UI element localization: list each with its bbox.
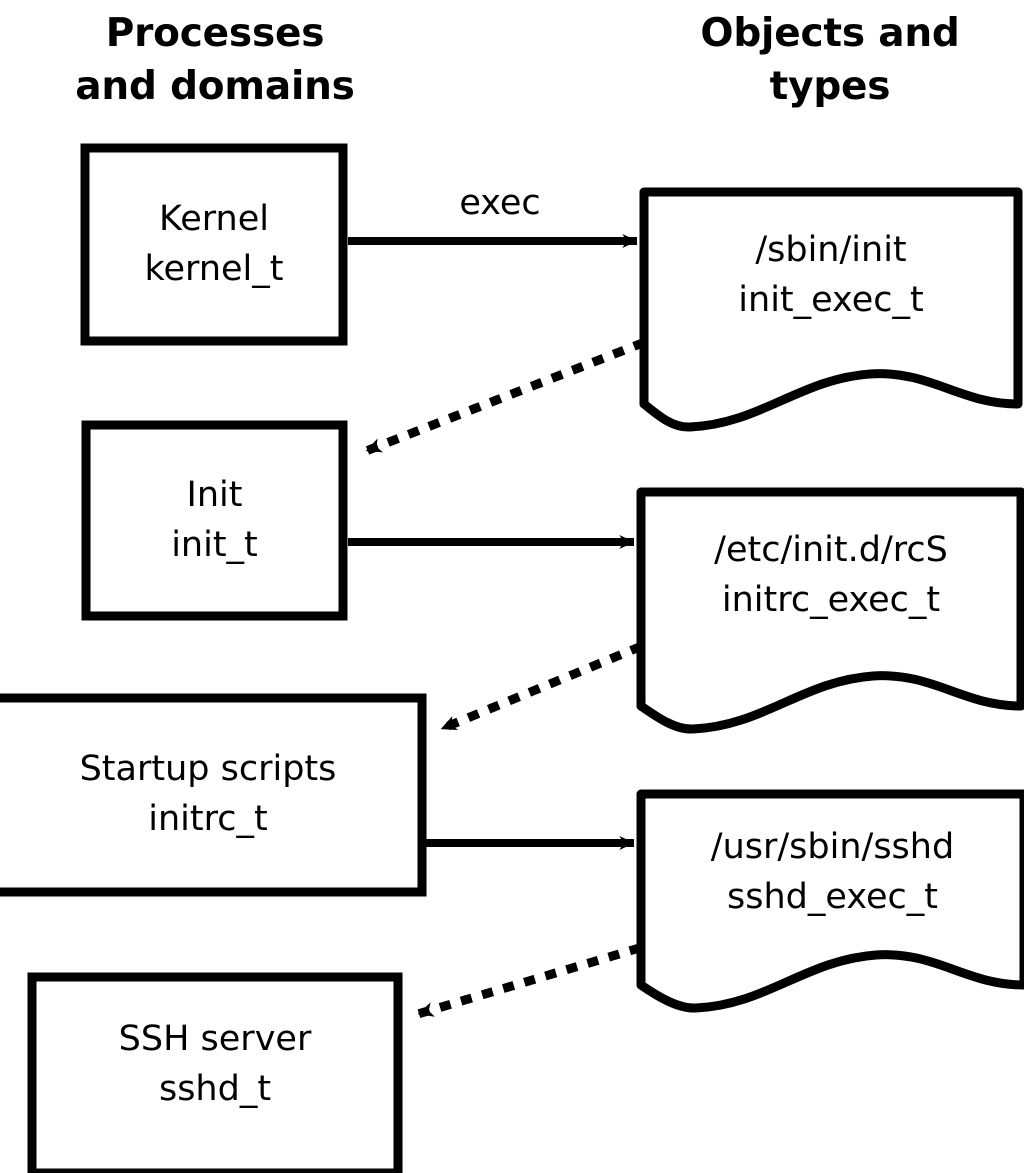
node-type-sshd-exec: sshd_exec_t bbox=[727, 877, 938, 917]
node-label-sshd: SSH server sshd_t bbox=[32, 977, 398, 1152]
node-type-init: init_t bbox=[171, 524, 258, 565]
node-box-initrc[interactable] bbox=[0, 693, 427, 897]
node-name-init: Init bbox=[186, 474, 243, 515]
edge-sshd-exec-to-sshd bbox=[412, 943, 642, 1020]
node-label-initrc: Startup scripts initrc_t bbox=[0, 698, 422, 892]
column-title-objects: Objects and types bbox=[700, 11, 960, 110]
node-box-init[interactable] bbox=[81, 420, 348, 621]
node-box-kernel[interactable] bbox=[80, 143, 348, 346]
node-doc-init-exec[interactable] bbox=[639, 187, 1023, 432]
node-doc-sshd-exec[interactable] bbox=[636, 789, 1024, 1013]
edge-initrc-exec-to-initrc bbox=[435, 642, 643, 735]
node-path-sshd-exec: /usr/sbin/sshd bbox=[710, 827, 955, 868]
node-label-initrc-exec: /etc/init.d/rcS initrc_exec_t bbox=[641, 495, 1021, 657]
node-name-sshd: SSH server bbox=[118, 1018, 312, 1059]
edge-label-exec: exec bbox=[459, 183, 541, 223]
node-name-kernel: Kernel bbox=[159, 198, 269, 239]
node-label-kernel: Kernel kernel_t bbox=[85, 148, 343, 341]
node-type-init-exec: init_exec_t bbox=[738, 280, 924, 320]
column-title-processes: Processes and domains bbox=[75, 11, 355, 110]
node-box-sshd[interactable] bbox=[27, 972, 403, 1173]
node-label-sshd-exec: /usr/sbin/sshd sshd_exec_t bbox=[641, 797, 1024, 949]
node-type-kernel: kernel_t bbox=[144, 248, 284, 289]
node-doc-initrc-exec[interactable] bbox=[636, 487, 1024, 734]
node-label-init: Init init_t bbox=[86, 425, 343, 616]
node-label-init-exec: /sbin/init init_exec_t bbox=[644, 195, 1018, 357]
node-path-initrc-exec: /etc/init.d/rcS bbox=[714, 530, 948, 571]
node-type-initrc: initrc_t bbox=[148, 799, 268, 839]
edge-init-exec-to-init bbox=[360, 338, 646, 457]
node-type-sshd: sshd_t bbox=[158, 1068, 272, 1109]
node-path-init-exec: /sbin/init bbox=[755, 230, 907, 271]
node-type-initrc-exec: initrc_exec_t bbox=[721, 580, 941, 620]
node-name-initrc: Startup scripts bbox=[79, 749, 337, 790]
